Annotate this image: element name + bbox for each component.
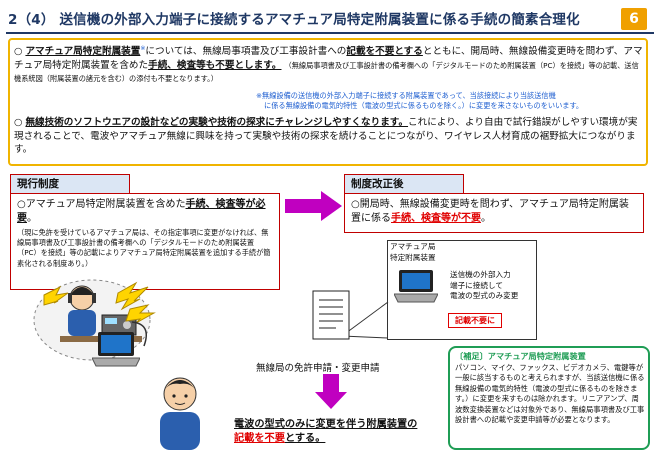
arrow-right-icon <box>285 191 342 221</box>
revised-system-heading: 制度改正後 <box>344 174 464 194</box>
cable-line <box>131 321 147 347</box>
summary-box <box>8 38 648 166</box>
bullet: ○ <box>14 117 23 128</box>
conclusion-line: 電波の型式のみに変更を伴う附属装置の <box>234 419 418 430</box>
current-system-text: ○アマチュア局特定附属装置を含めた手続、検査等が必要。 <box>17 198 273 226</box>
text: 。 <box>27 213 37 224</box>
conclusion-text: 電波の型式のみに変更を伴う附属装置の 記載を不要とする。 <box>234 418 444 446</box>
emphasis: 手続、検査等も不要とします。 <box>148 59 282 71</box>
summary-paragraph-1: ○ アマチュア局特定附属装置※については、無線局事項書及び工事設計書への記載を不… <box>14 42 644 86</box>
current-system-heading: 現行制度 <box>10 174 130 194</box>
footnote-line-2: に係る無線設備の電気的特性（電波の型式に係るものを除く。）に変更を来さないものを… <box>264 101 584 110</box>
text: これにより、より自由で試行錯誤がしやすい環境が実現されることで、電波やアマチュア… <box>14 117 638 155</box>
text: ○開局時、無線設備変更時を問わず、アマチュア局特定附属装置に係る <box>351 199 629 224</box>
summary-paragraph-2: ○ 無線技術のソフトウエアの設計などの実験や技術の探求にチャレンジしやすくなりま… <box>14 116 644 157</box>
device-laptop-icon <box>394 270 438 303</box>
person-illustration <box>160 377 200 450</box>
device-description-line: 端子に接続して <box>450 280 503 290</box>
conclusion-line-end: とする。 <box>284 433 326 444</box>
supplement-box <box>448 346 650 450</box>
device-label-line: アマチュア局 <box>390 242 436 251</box>
bullet: ○ <box>14 46 23 58</box>
lead-term: アマチュア局特定附属装置 <box>25 46 141 58</box>
title-underline <box>6 32 654 34</box>
lead-statement: 無線技術のソフトウエアの設計などの実験や技術の探求にチャレンジしやすくなります。 <box>25 117 409 128</box>
document-icon <box>312 290 350 340</box>
emphasis-red: 手続、検査等が不要 <box>391 213 481 224</box>
emphasis: 記載を不要とする <box>346 46 423 58</box>
device-description-line: 送信機の外部入力 <box>450 270 511 279</box>
device-description: 送信機の外部入力 端子に接続して 電波の型式のみ変更 <box>450 270 518 302</box>
supplement-heading: 〔補足〕アマチュア局特定附属装置 <box>455 351 586 361</box>
device-description-line: 電波の型式のみ変更 <box>450 291 519 300</box>
text: ○アマチュア局特定附属装置を含めた <box>17 199 186 210</box>
emphasis: 手続、検査等が必要 <box>17 199 266 224</box>
parenthetical-note: （無線局事項書及び工事設計書の備考欄への「デジタルモードのため附属装置（PC）を… <box>14 60 639 84</box>
supplement-body: パソコン、マイク、ファックス、ビデオカメラ、電鍵等が一般に該当するものと考えられ… <box>455 363 645 425</box>
text: 。 <box>481 213 491 224</box>
text: については、無線局事項書及び工事設計書への <box>145 46 347 58</box>
laptop-icon <box>92 332 140 367</box>
application-label: 無線局の免許申請・変更申請 <box>256 363 380 374</box>
footnote-line-1: ※無線設備の送信機の外部入力端子に接続する附属装置であって、当該接続により当該送… <box>256 91 556 100</box>
page-number-badge: 6 <box>621 8 647 30</box>
arrow-down-icon <box>315 374 347 409</box>
device-label-line: 特定附属装置 <box>390 252 436 262</box>
page-title: 2（4） 送信機の外部入力端子に接続するアマチュア局特定附属装置に係る手続の簡素… <box>8 12 580 28</box>
not-required-stamp: 記載不要に <box>448 313 502 328</box>
revised-system-box: ○開局時、無線設備変更時を問わず、アマチュア局特定附属装置に係る手続、検査等が不… <box>344 193 644 233</box>
text: とともに、開局時、無線設備変更時を問わず、アマチュア局特定附属装置を含めた <box>14 46 643 71</box>
current-system-box: ○アマチュア局特定附属装置を含めた手続、検査等が必要。 （現に免許を受けているア… <box>10 193 280 290</box>
revised-system-text: ○開局時、無線設備変更時を問わず、アマチュア局特定附属装置に係る手続、検査等が不… <box>351 198 637 226</box>
current-system-note: （現に免許を受けているアマチュア局は、その指定事項に変更がなければ、無線局事項書… <box>17 228 271 268</box>
footnote-mark: ※ <box>140 45 146 52</box>
conclusion-emphasis: 記載を不要 <box>234 433 285 444</box>
callout-pointer <box>341 301 389 339</box>
device-label: アマチュア局 特定附属装置 <box>390 242 436 263</box>
